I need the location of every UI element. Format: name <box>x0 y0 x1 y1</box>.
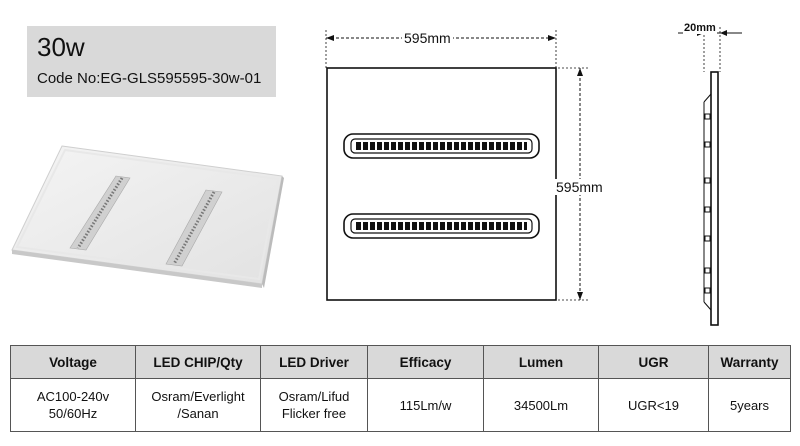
width-dimension-label: 595mm <box>402 30 453 46</box>
header-warranty: Warranty <box>708 345 791 379</box>
panel-light-photo <box>11 145 284 288</box>
lumen-value: 34500Lm <box>513 397 569 413</box>
depth-dimension-label: 20mm <box>683 22 717 34</box>
led-chip-line-2: /Sanan <box>177 406 219 421</box>
product-code: Code No:EG-GLS595595-30w-01 <box>37 70 262 87</box>
led-driver-line-1: Osram/Lifud <box>278 389 350 404</box>
header-led-driver: LED Driver <box>260 345 368 379</box>
spec-table: Voltage LED CHIP/Qty LED Driver Efficacy… <box>10 345 791 432</box>
front-view-drawing <box>325 30 588 301</box>
led-chip-line-1: Osram/Everlight <box>151 389 245 404</box>
table-row: AC100-240v 50/60Hz Osram/Everlight /Sana… <box>10 378 791 432</box>
ugr-value: UGR<19 <box>628 397 679 413</box>
cell-led-driver: Osram/Lifud Flicker free <box>260 378 368 432</box>
voltage-line-2: 50/60Hz <box>48 406 98 421</box>
voltage-line-1: AC100-240v <box>36 389 110 404</box>
cell-warranty: 5years <box>708 378 791 432</box>
efficacy-value: 115Lm/w <box>399 397 452 413</box>
cell-led-chip: Osram/Everlight /Sanan <box>135 378 261 432</box>
header-lumen: Lumen <box>483 345 599 379</box>
header-efficacy: Efficacy <box>367 345 484 379</box>
side-view-drawing <box>678 27 742 326</box>
spec-header-row: Voltage LED CHIP/Qty LED Driver Efficacy… <box>10 345 791 379</box>
led-driver-line-2: Flicker free <box>281 406 347 421</box>
title-box: 30w Code No:EG-GLS595595-30w-01 <box>27 26 276 97</box>
header-ugr: UGR <box>598 345 709 379</box>
warranty-value: 5years <box>729 397 770 413</box>
cell-voltage: AC100-240v 50/60Hz <box>10 378 136 432</box>
cell-efficacy: 115Lm/w <box>367 378 484 432</box>
product-title: 30w <box>37 32 85 62</box>
cell-lumen: 34500Lm <box>483 378 599 432</box>
cell-ugr: UGR<19 <box>598 378 709 432</box>
header-led-chip: LED CHIP/Qty <box>135 345 261 379</box>
height-dimension-label: 595mm <box>554 179 605 195</box>
header-voltage: Voltage <box>10 345 136 379</box>
